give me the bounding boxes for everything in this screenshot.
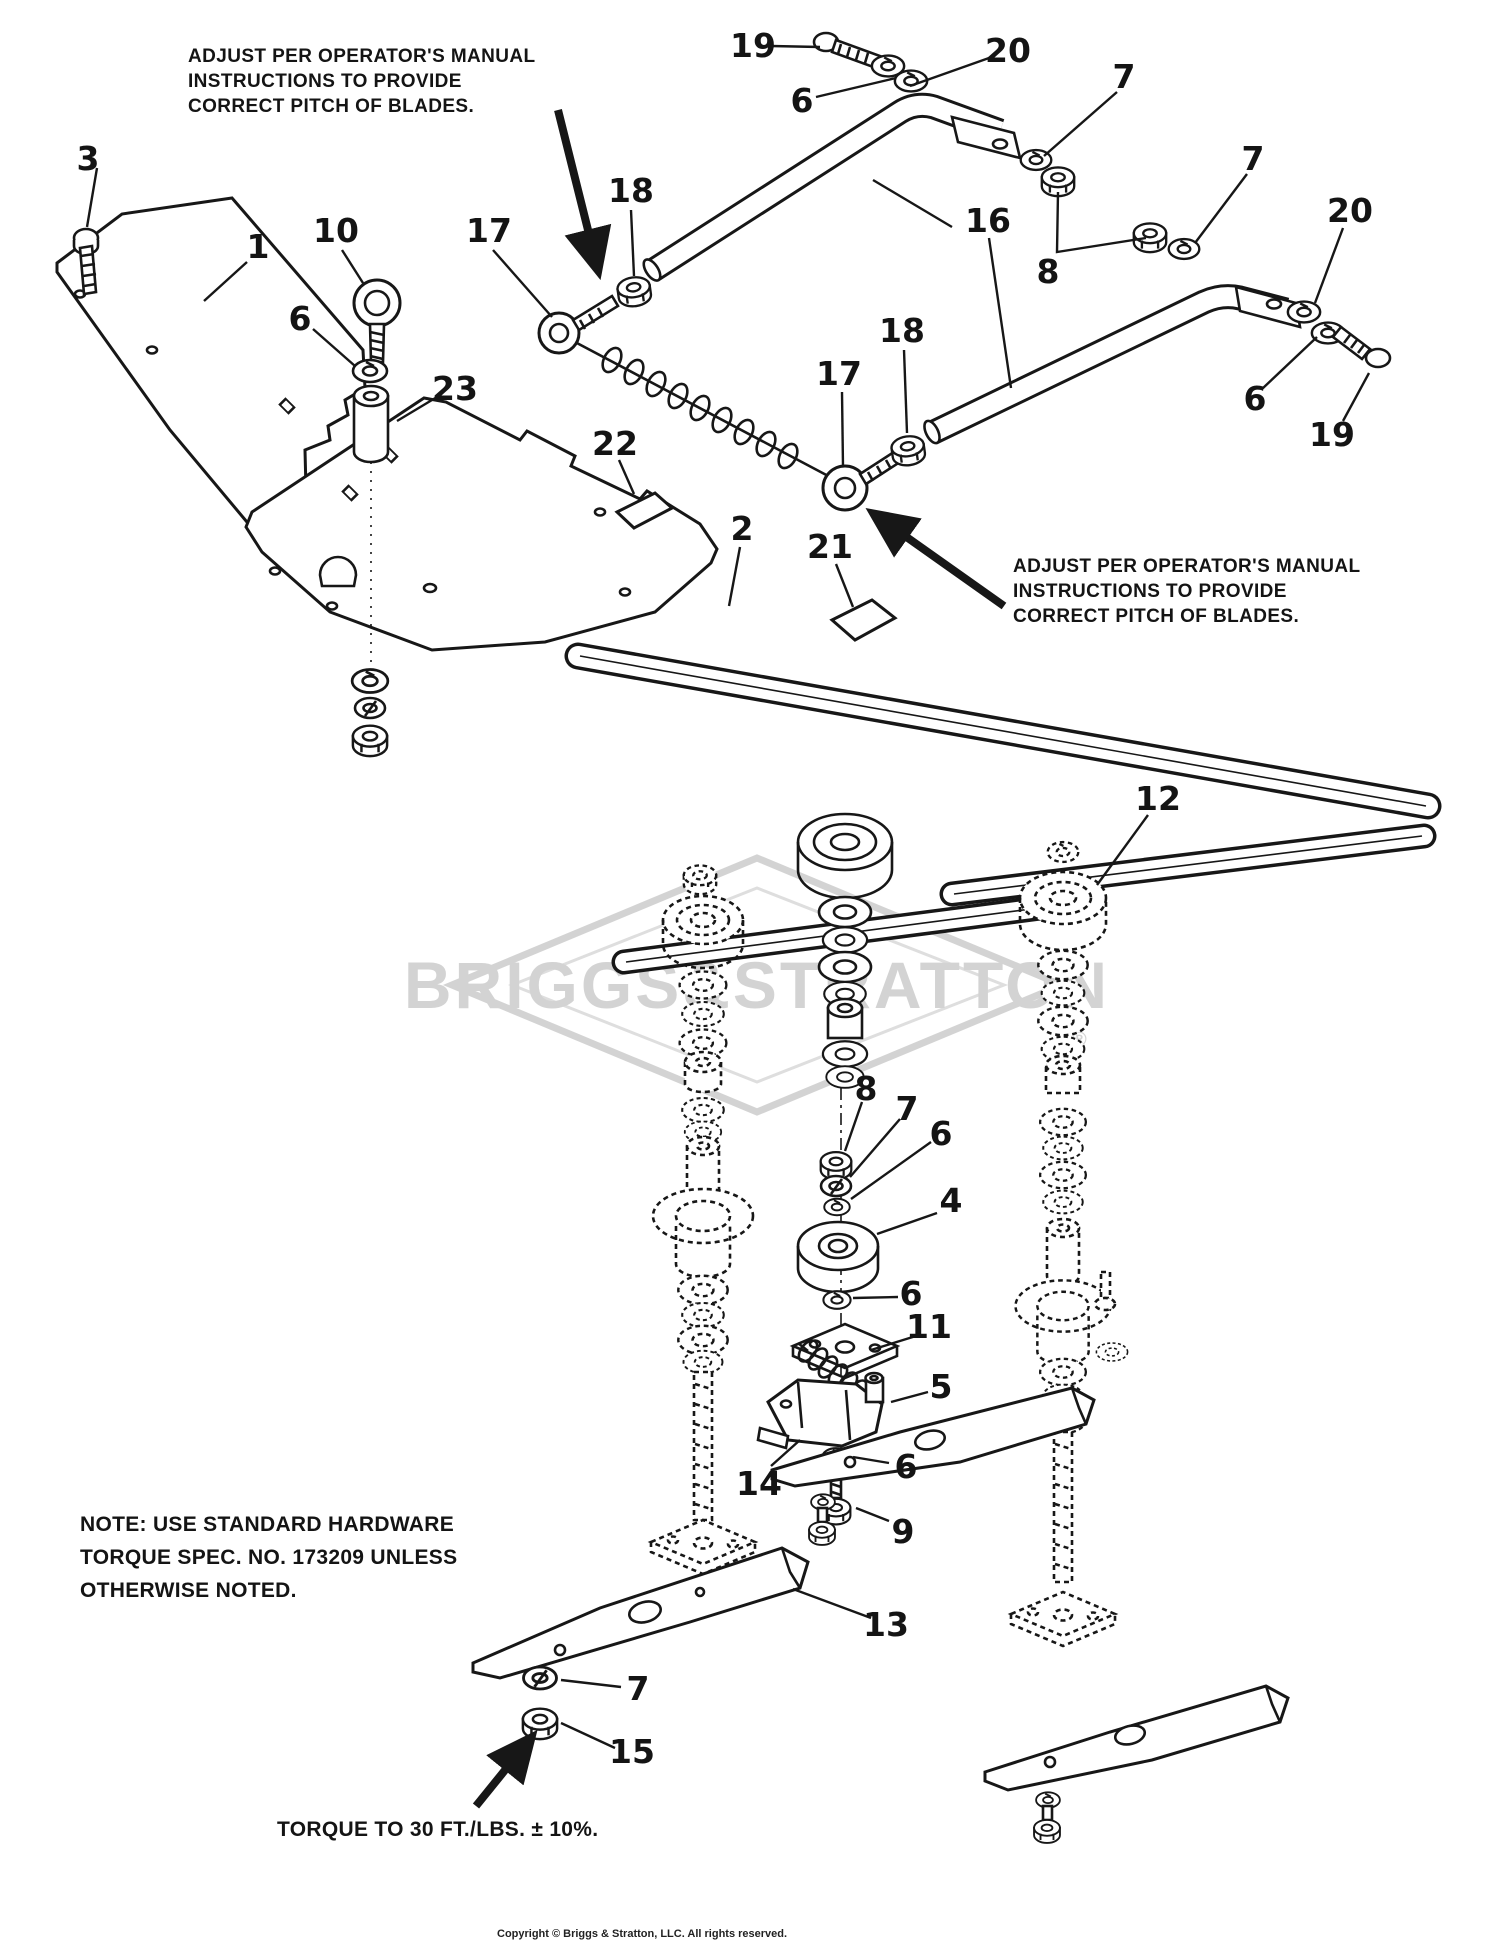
adjust-top-arrow [554,109,612,281]
callout-6e: 6 [900,1274,923,1313]
callout-12: 12 [1135,779,1181,818]
callout-6d: 6 [930,1114,953,1153]
callout-1: 1 [247,227,270,266]
shim-plate-22 [614,491,675,530]
adjust-note-right-line1: ADJUST PER OPERATOR'S MANUAL [1013,556,1361,577]
callout-17b: 17 [816,354,862,393]
callout-7a: 7 [1113,57,1136,96]
callout-7c: 7 [896,1089,919,1128]
torque-note: TORQUE TO 30 FT./LBS. ± 10%. [277,1818,598,1841]
adjust-note-right: ADJUST PER OPERATOR'S MANUAL INSTRUCTION… [1013,556,1361,627]
callout-23: 23 [432,369,478,408]
hardware-note-line1: NOTE: USE STANDARD HARDWARE [80,1513,454,1536]
annotation-arrows [472,109,1007,1809]
adjust-note-top-line1: ADJUST PER OPERATOR'S MANUAL [188,46,536,67]
callout-4: 4 [940,1181,963,1220]
callout-17a: 17 [466,211,512,250]
callout-6a: 6 [289,299,312,338]
tension-spring [797,1339,873,1403]
callout-11: 11 [906,1307,952,1346]
bolt-3 [72,227,100,296]
blade-right [983,1684,1290,1844]
lift-arm-lower [923,284,1302,445]
lift-arm-upper [642,92,1022,282]
pitch-link-rod [537,274,928,512]
callout-22: 22 [592,424,638,463]
callout-15: 15 [609,1732,655,1771]
hardware-note-line2: TORQUE SPEC. NO. 173209 UNLESS [80,1546,457,1569]
adjust-note-top-line3: CORRECT PITCH OF BLADES. [188,96,474,117]
hardware-note: NOTE: USE STANDARD HARDWARE TORQUE SPEC.… [80,1513,457,1602]
callout-10: 10 [313,211,359,250]
callout-6b: 6 [791,81,814,120]
part-callouts: 3 1 10 6 23 17 18 19 6 20 7 16 8 7 20 6 … [77,26,1373,1771]
callout-8a: 8 [1037,252,1060,291]
blade-left [471,1546,810,1680]
eyebolt-assembly [350,278,402,758]
torque-arrow [472,1729,538,1809]
adjust-note-right-line2: INSTRUCTIONS TO PROVIDE [1013,581,1287,602]
callout-9: 9 [892,1512,915,1551]
adjust-note-right-line3: CORRECT PITCH OF BLADES. [1013,606,1299,627]
callout-19b: 19 [1309,415,1355,454]
callout-8b: 8 [855,1069,878,1108]
callout-14: 14 [736,1464,782,1503]
callout-18a: 18 [608,171,654,210]
callout-20b: 20 [1327,191,1373,230]
callout-21: 21 [807,527,853,566]
callout-7d: 7 [627,1669,650,1708]
idler-bracket [756,1378,884,1450]
callout-13: 13 [863,1605,909,1644]
blade-left-hardware [521,1665,559,1741]
adjust-right-arrow [865,507,1007,610]
callout-3: 3 [77,139,100,178]
idler-post [864,1371,885,1404]
callout-7b: 7 [1242,139,1265,178]
copyright-text: Copyright © Briggs & Stratton, LLC. All … [497,1928,787,1940]
hardware-note-line3: OTHERWISE NOTED. [80,1579,297,1602]
callout-6c: 6 [1244,379,1267,418]
spindle-middle [791,812,899,1462]
callout-16: 16 [965,201,1011,240]
shim-plate-21 [829,598,898,642]
callout-20a: 20 [985,31,1031,70]
callout-6f: 6 [895,1447,918,1486]
adjust-note-top: ADJUST PER OPERATOR'S MANUAL INSTRUCTION… [188,46,536,117]
callout-5: 5 [930,1367,953,1406]
blade-middle [770,1386,1096,1546]
adjust-note-top-line2: INSTRUCTIONS TO PROVIDE [188,71,462,92]
idler-assembly [756,1150,885,1526]
callout-18b: 18 [879,311,925,350]
callout-19a: 19 [730,26,776,65]
callout-leader-lines [85,44,1371,1750]
callout-2: 2 [731,509,754,548]
spindle-left [649,864,757,1576]
watermark-text: BRIGGS&STRATTON [404,948,1110,1022]
